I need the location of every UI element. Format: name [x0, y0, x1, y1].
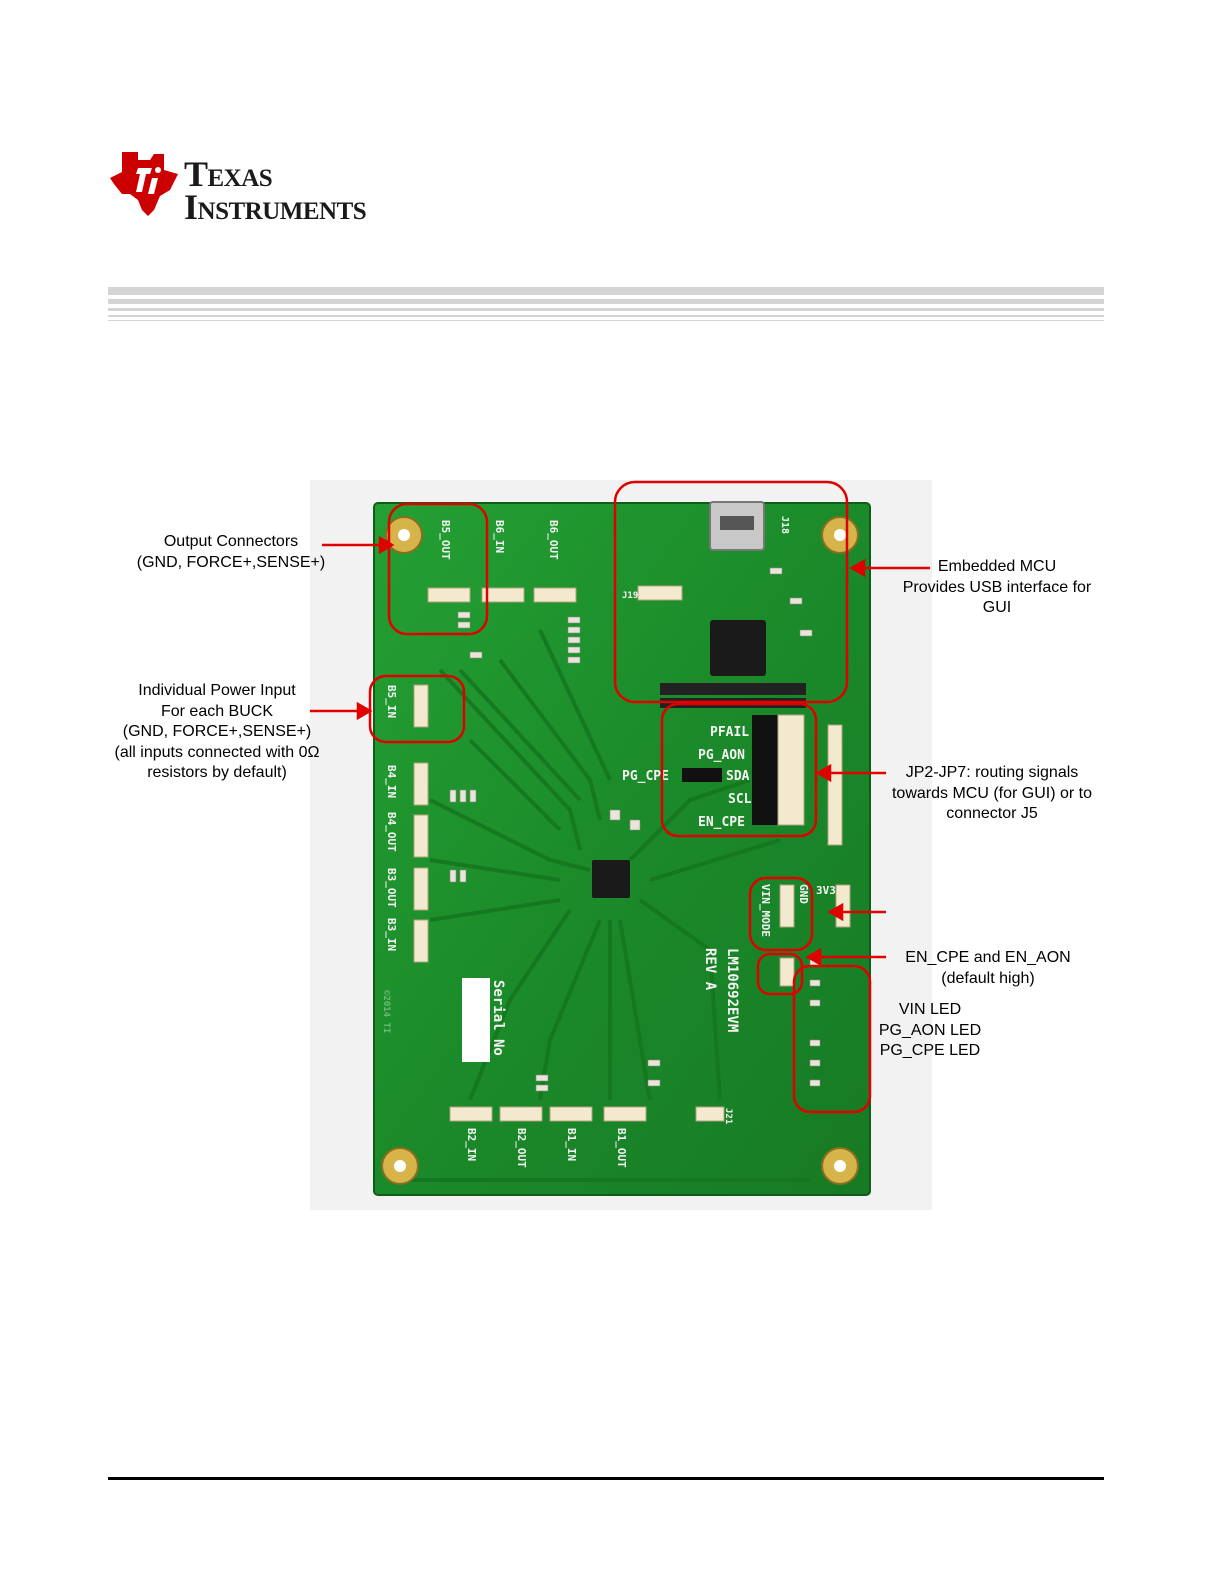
serial-label-area	[462, 978, 490, 1062]
callout-power-input-line-4: (all inputs connected with 0Ω	[114, 743, 320, 761]
ti-logo: Texas Instruments	[108, 150, 428, 230]
annotation-outlines	[368, 480, 872, 1114]
silk-b4-out: B4_OUT	[385, 812, 398, 852]
silk-vin-mode: VIN_MODE	[759, 884, 772, 937]
callout-power-input-line-2: For each BUCK	[160, 702, 274, 720]
callout-jumpers-line-3: connector J5	[946, 805, 1038, 822]
callout-power-input: Individual Power Input For each BUCK (GN…	[100, 681, 334, 784]
header-rule-1	[108, 287, 1104, 295]
silk-b2-out: B2_OUT	[515, 1128, 528, 1168]
callout-leds-line-3: PG_CPE LED	[879, 1042, 981, 1059]
silk-j21: J21	[723, 1108, 733, 1124]
callout-embedded-mcu-line-2: Provides USB interface for	[902, 578, 1092, 596]
silk-b5-out: B5_OUT	[439, 520, 452, 560]
small-components	[449, 567, 821, 1092]
callout-output-connectors-line-1: Output Connectors	[163, 533, 299, 550]
callout-enable: EN_CPE and EN_AON (default high)	[884, 948, 1092, 989]
silk-b6-out: B6_OUT	[547, 520, 560, 560]
callout-enable-line-1: EN_CPE and EN_AON	[905, 949, 1071, 966]
silk-b3-out: B3_OUT	[385, 868, 398, 908]
logo-line-2: Instruments	[184, 187, 367, 227]
footer-rule	[108, 1477, 1104, 1480]
silk-b2-in: B2_IN	[465, 1128, 478, 1161]
callout-embedded-mcu-line-3: GUI	[982, 599, 1012, 616]
callout-leds-line-2: PG_AON LED	[878, 1021, 982, 1039]
annotation-arrows	[310, 535, 930, 967]
silk-3v3: 3V3	[816, 884, 836, 897]
silk-b5-in: B5_IN	[385, 685, 398, 718]
mounting-holes	[381, 516, 859, 1185]
callout-embedded-mcu-line-1: Embedded MCU	[937, 558, 1057, 575]
silk-b4-in: B4_IN	[385, 765, 398, 798]
silk-gnd: GND	[797, 884, 810, 904]
silk-b3-in: B3_IN	[385, 918, 398, 951]
callout-leds-line-1: VIN LED	[898, 1001, 962, 1018]
mcu-chip	[710, 620, 766, 676]
silk-model: LM10692EVM	[724, 948, 740, 1032]
silk-copyright: ©2014 TI	[381, 990, 391, 1033]
silk-pfail: PFAIL	[710, 725, 749, 740]
silk-scl: SCL	[728, 792, 752, 807]
evm-board-photo: B5_OUT B6_IN B6_OUT B5_IN B4_IN B4_OUT B…	[310, 480, 932, 1210]
silk-b6-in: B6_IN	[493, 520, 506, 553]
silk-en-cpe: EN_CPE	[698, 815, 745, 830]
callout-embedded-mcu: Embedded MCU Provides USB interface for …	[888, 557, 1106, 619]
logo-line-1: Texas	[184, 154, 273, 194]
header-rule-5	[108, 320, 1104, 321]
silk-pg-cpe: PG_CPE	[622, 769, 669, 784]
callout-jumpers: JP2-JP7: routing signals towards MCU (fo…	[878, 763, 1106, 825]
header-rule-2	[108, 299, 1104, 304]
header-rule-4	[108, 315, 1104, 317]
ti-wordmark: Texas Instruments	[184, 154, 367, 227]
silk-sda: SDA	[726, 769, 750, 784]
callout-output-connectors: Output Connectors (GND, FORCE+,SENSE+)	[122, 532, 340, 573]
jumper-block	[682, 714, 805, 826]
silk-b1-out: B1_OUT	[615, 1128, 628, 1168]
callout-output-connectors-line-2: (GND, FORCE+,SENSE+)	[136, 553, 326, 571]
pcb-traces	[390, 629, 810, 1182]
callout-power-input-line-3: (GND, FORCE+,SENSE+)	[122, 723, 312, 740]
header-rule-3	[108, 308, 1104, 311]
silk-j19: J19	[622, 591, 638, 601]
board-svg: B5_OUT B6_IN B6_OUT B5_IN B4_IN B4_OUT B…	[310, 480, 932, 1210]
callout-jumpers-line-1: JP2-JP7: routing signals	[905, 764, 1079, 781]
silk-rev: REV A	[702, 948, 718, 991]
pcb	[373, 502, 871, 1196]
silk-j18: J18	[779, 516, 790, 534]
callout-jumpers-line-2: towards MCU (for GUI) or to	[891, 784, 1093, 802]
callout-power-input-line-1: Individual Power Input	[138, 682, 296, 699]
silk-serial: Serial No	[490, 980, 506, 1056]
pmic-chip	[592, 860, 630, 898]
silk-pg-aon: PG_AON	[698, 748, 745, 763]
silk-b1-in: B1_IN	[565, 1128, 578, 1161]
ti-state-icon	[110, 152, 178, 216]
callout-leds: VIN LED PG_AON LED PG_CPE LED	[868, 1000, 992, 1062]
callout-enable-line-2: (default high)	[941, 969, 1035, 987]
callout-power-input-line-5: resistors by default)	[147, 764, 287, 781]
